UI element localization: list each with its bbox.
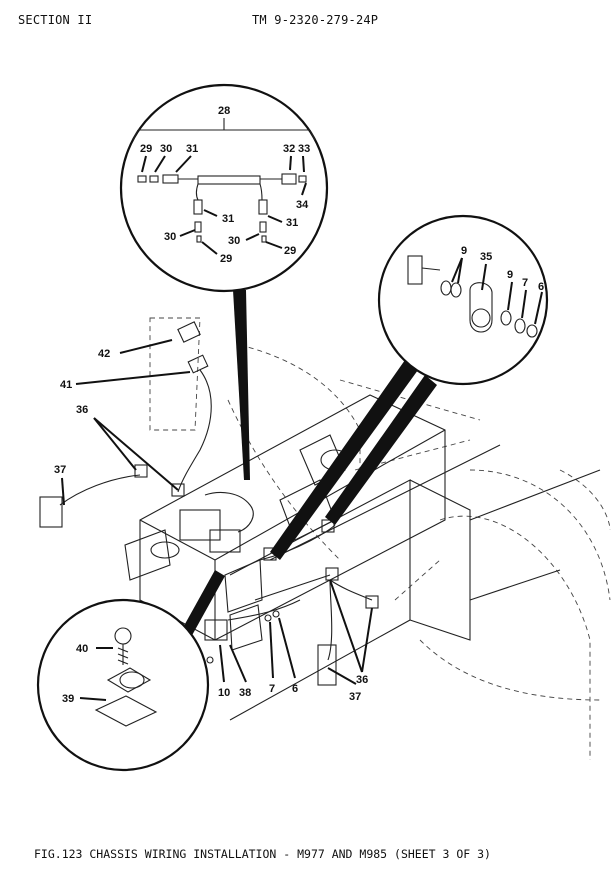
callout-9-left: 9	[461, 245, 467, 257]
callout-38: 38	[239, 687, 251, 699]
callout-30-right: 30	[228, 235, 240, 247]
callout-7-main: 7	[269, 683, 275, 695]
callout-42: 42	[98, 348, 110, 360]
callout-28: 28	[218, 105, 230, 117]
manual-number: TM 9-2320-279-24P	[252, 13, 379, 27]
callout-36-right: 36	[356, 674, 368, 686]
callout-29-left: 29	[220, 253, 232, 265]
callout-41: 41	[60, 379, 72, 391]
callout-32: 32	[283, 143, 295, 155]
callout-37-right: 37	[349, 691, 361, 703]
callout-39: 39	[62, 693, 74, 705]
callout-37-left: 37	[54, 464, 66, 476]
callout-9-right: 9	[507, 269, 513, 281]
detail-callout-harness	[119, 83, 329, 480]
detail-callout-screw	[36, 570, 225, 772]
callout-numbers: 28 29 30 31 32 33 34 31 30 29 31 30 29 9…	[54, 105, 544, 705]
callout-36-left: 36	[76, 404, 88, 416]
callout-34: 34	[296, 199, 309, 211]
callout-29-right: 29	[284, 245, 296, 257]
truck-body-outline	[149, 317, 611, 760]
callout-31-top: 31	[186, 143, 198, 155]
callout-31-right: 31	[286, 217, 298, 229]
callout-35: 35	[480, 251, 492, 263]
callout-30-top: 30	[160, 143, 172, 155]
callout-33: 33	[298, 143, 310, 155]
callout-40: 40	[76, 643, 88, 655]
callout-6-detail: 6	[538, 281, 544, 293]
callout-30-left: 30	[164, 231, 176, 243]
callout-10: 10	[218, 687, 230, 699]
clamps-main	[39, 321, 379, 686]
callout-31-left: 31	[222, 213, 234, 225]
wiring-harness	[59, 369, 501, 661]
detail-callout-clamp	[270, 214, 549, 560]
figure-caption: FIG.123 CHASSIS WIRING INSTALLATION - M9…	[34, 847, 491, 861]
callout-7-detail: 7	[522, 277, 528, 289]
callout-6-main: 6	[292, 683, 298, 695]
callout-29-top: 29	[140, 143, 152, 155]
section-label: SECTION II	[18, 13, 93, 27]
leader-lines	[61, 339, 373, 685]
